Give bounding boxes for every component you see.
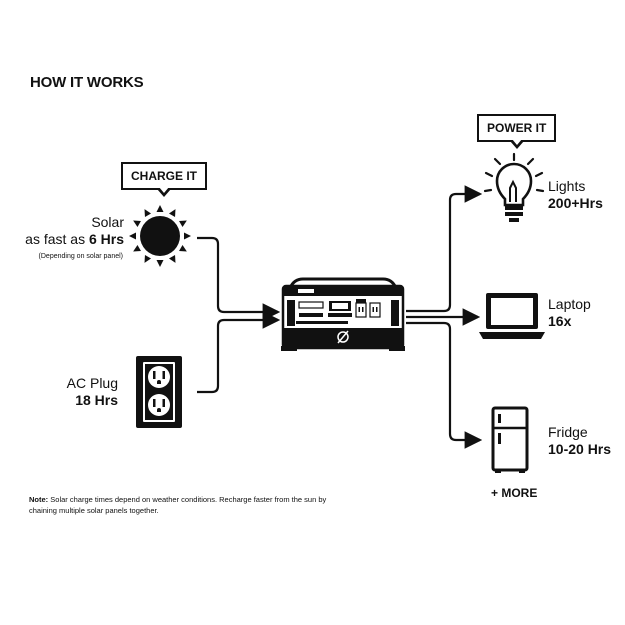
ac-name: AC Plug [66, 375, 118, 391]
charge-it-tag: CHARGE IT [121, 162, 207, 197]
connector-lines [197, 185, 483, 449]
fridge-label: Fridge 10-20 Hrs [548, 424, 611, 458]
more-label: + MORE [491, 486, 538, 500]
solar-time-value: 6 Hrs [88, 231, 124, 247]
lights-label: Lights 200+Hrs [548, 178, 603, 212]
laptop-time: 16x [548, 313, 572, 329]
footnote-text: Solar charge times depend on weather con… [29, 495, 327, 515]
solar-label: Solar as fast as 6 Hrs [25, 214, 124, 248]
fridge-name: Fridge [548, 424, 588, 440]
power-it-tag: POWER IT [477, 114, 557, 149]
power-station-icon [281, 277, 405, 351]
light-bulb-icon [483, 152, 545, 222]
footnote-prefix: Note: [29, 495, 49, 504]
lights-time: 200+Hrs [548, 195, 603, 211]
ac-label: AC Plug 18 Hrs [67, 375, 118, 409]
page-title: HOW IT WORKS [30, 74, 144, 91]
laptop-name: Laptop [548, 296, 591, 312]
solar-time-prefix: as fast as [25, 231, 86, 247]
ac-time: 18 Hrs [75, 392, 118, 408]
footnote: Note: Solar charge times depend on weath… [29, 494, 329, 516]
ac-connector [197, 311, 281, 394]
fridge-icon [491, 406, 529, 473]
laptop-label: Laptop 16x [548, 296, 591, 330]
solar-note: (Depending on solar panel) [38, 253, 123, 260]
laptop-icon [479, 293, 545, 339]
fridge-connector [406, 321, 483, 449]
sun-icon [129, 205, 191, 267]
lights-name: Lights [548, 178, 586, 194]
outlet-icon [136, 356, 182, 428]
fridge-time: 10-20 Hrs [548, 441, 612, 457]
solar-time: as fast as 6 Hrs [25, 231, 124, 248]
solar-connector [197, 236, 281, 321]
solar-name: Solar [91, 214, 124, 230]
lights-connector [406, 185, 483, 313]
